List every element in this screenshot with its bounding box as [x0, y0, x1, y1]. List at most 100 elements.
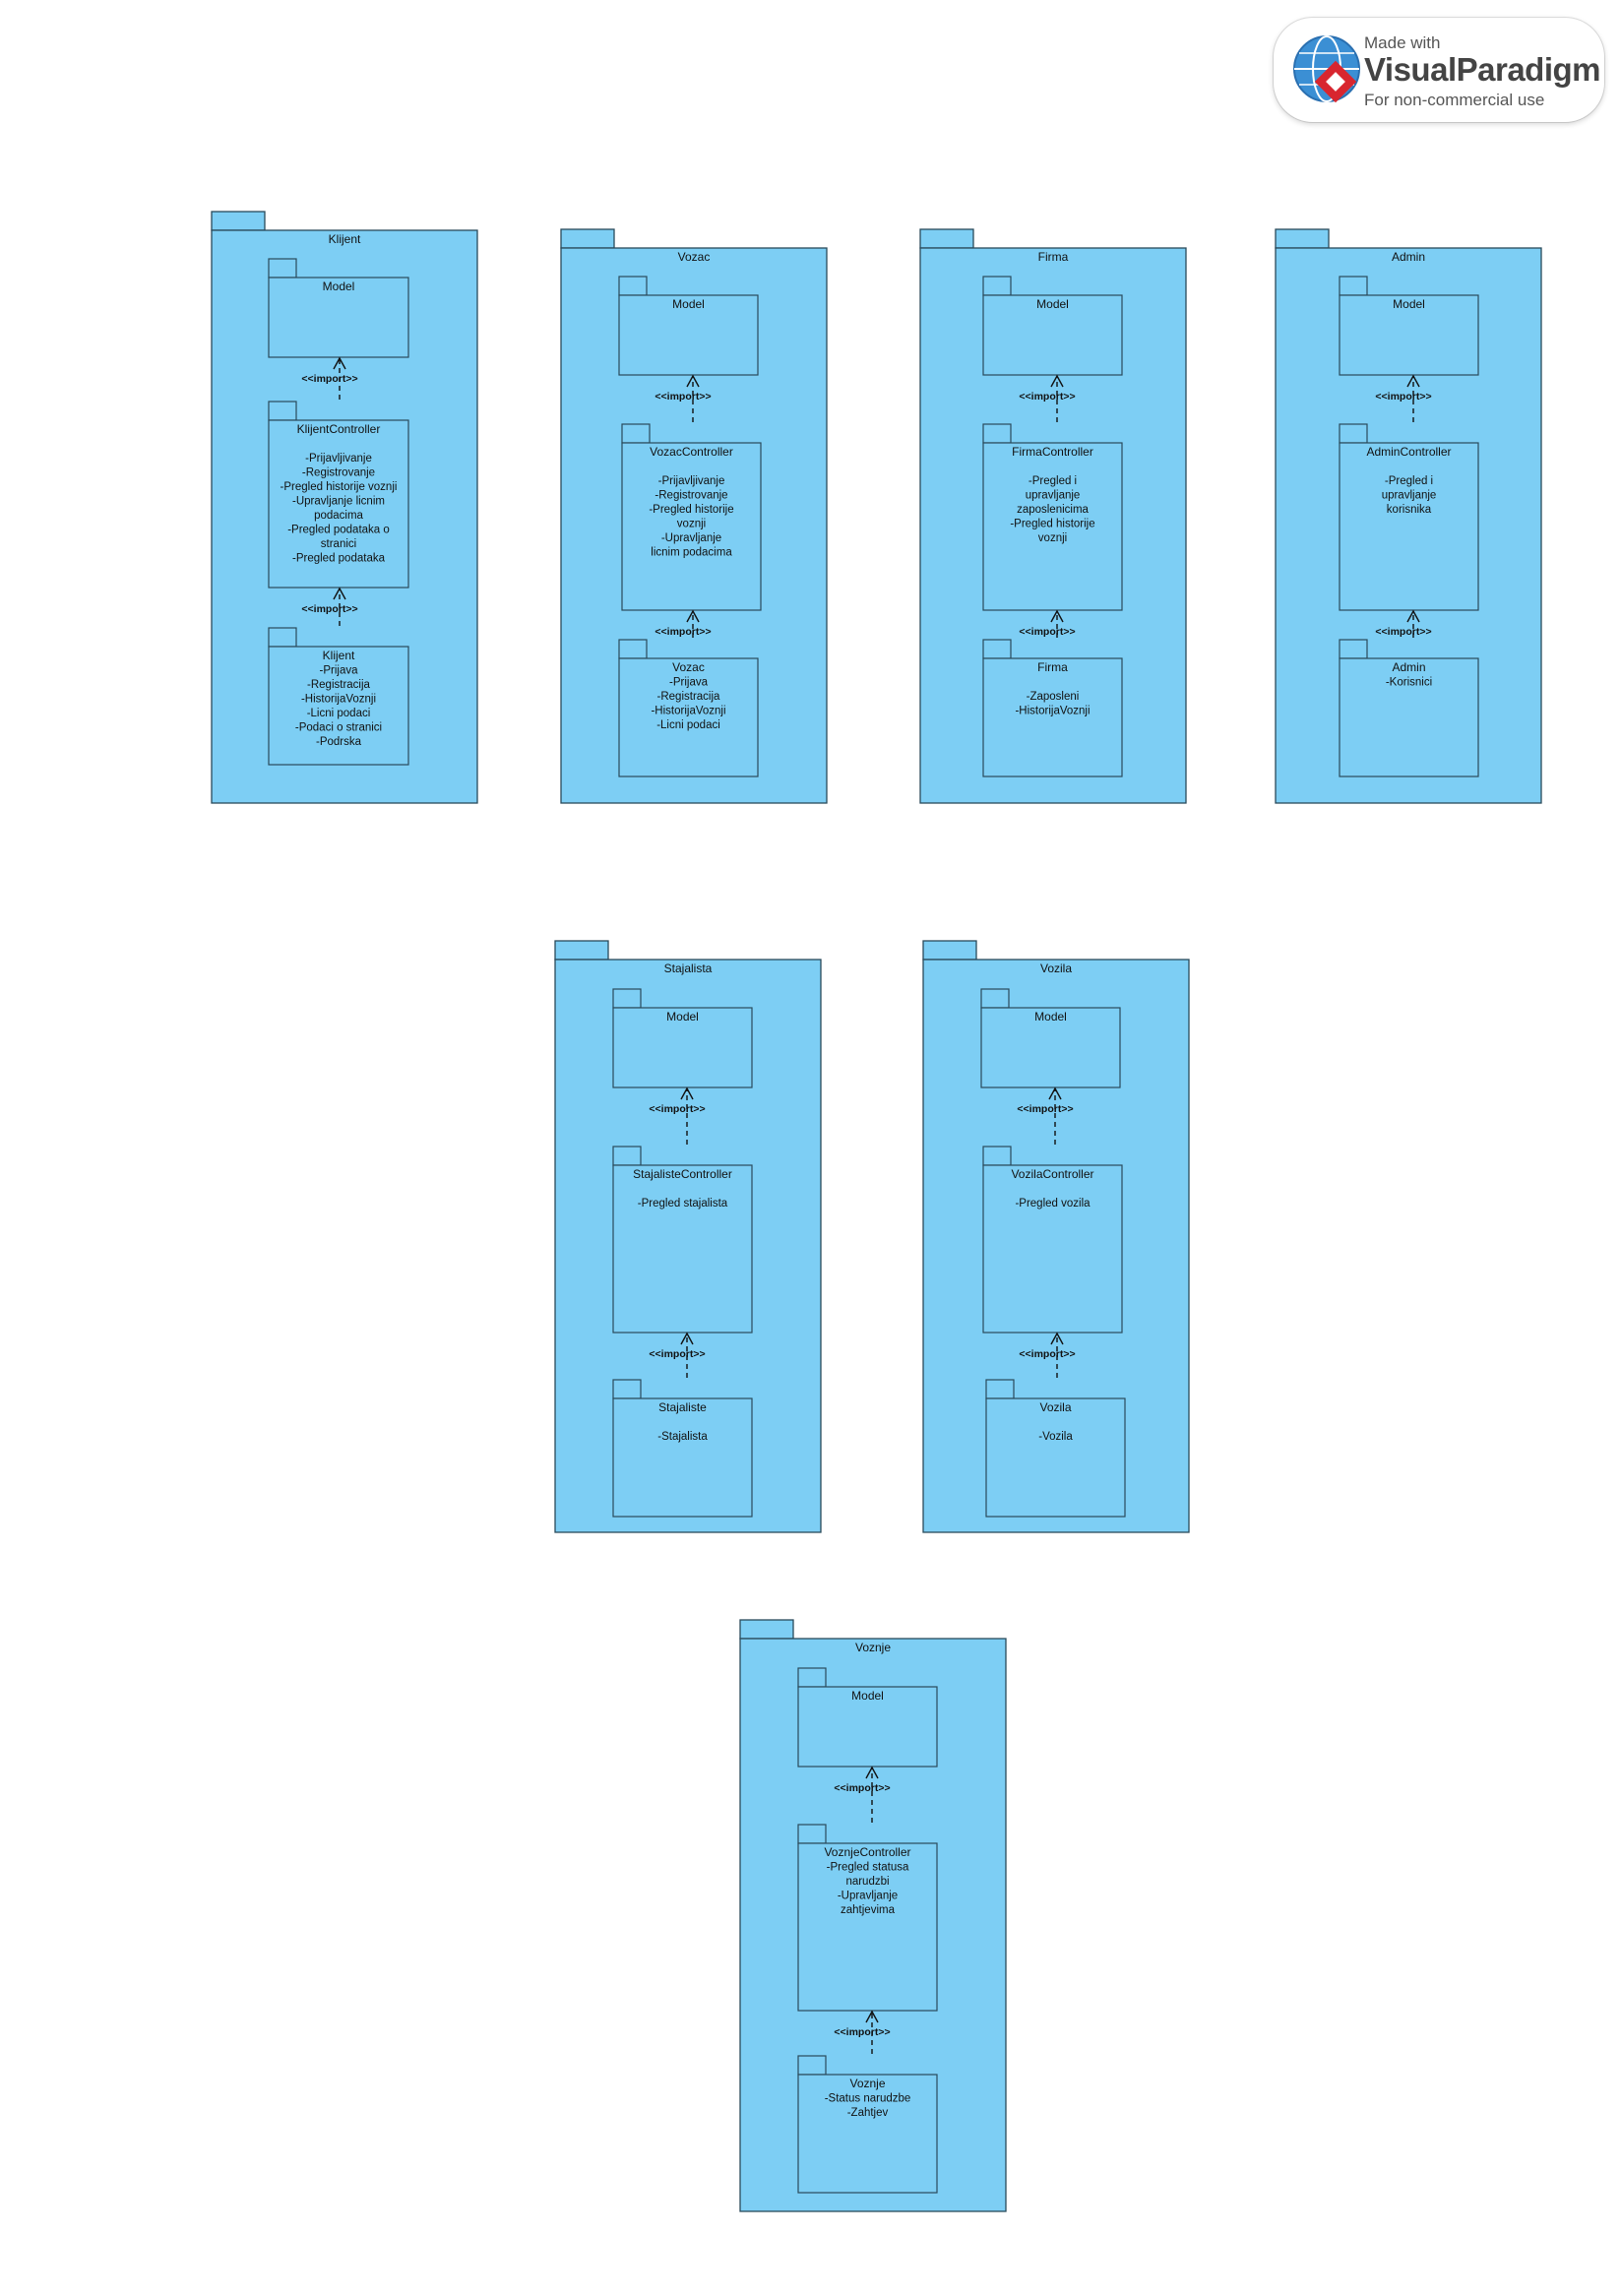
subpackage-vozaccontroller-body	[621, 442, 762, 611]
subpackage-vozila-body	[985, 1397, 1126, 1518]
subpackage-member: -HistorijaVoznji	[1015, 706, 1090, 717]
subpackage-admincontroller-body	[1339, 442, 1479, 611]
subpackage-member: -Prijavljivanje	[305, 453, 372, 465]
import-dependency: <<import>>	[301, 587, 358, 626]
subpackage-title: FirmaController	[1012, 445, 1093, 459]
package-title: Admin	[1392, 250, 1425, 264]
subpackage-title: VoznjeController	[824, 1845, 910, 1859]
subpackage-member: -Prijavljivanje	[658, 475, 725, 487]
subpackage-member: -Pregled i	[1385, 475, 1433, 487]
badge-note: For non-commercial use	[1364, 91, 1545, 109]
subpackage-title: Model	[1393, 297, 1425, 311]
subpackage-voznje-tab	[797, 2055, 827, 2076]
subpackage-klijent-tab	[268, 627, 297, 648]
subpackage-member: -Pregled i	[1029, 475, 1077, 487]
package-title: Stajalista	[664, 962, 713, 975]
subpackage-member: -Prijava	[320, 665, 359, 677]
import-stereotype-label: <<import>>	[1017, 1103, 1073, 1115]
dependency-arrowhead	[1048, 1086, 1062, 1100]
visual-paradigm-logo-icon	[1293, 35, 1360, 103]
subpackage-title: Voznje	[849, 2077, 885, 2090]
subpackage-title: Vozila	[1039, 1400, 1071, 1414]
dependency-arrowhead	[1406, 609, 1420, 623]
subpackage-klijent-body	[268, 646, 409, 766]
dependency-arrowhead	[1406, 374, 1420, 388]
visual-paradigm-badge: Made with VisualParadigm For non-commerc…	[1274, 18, 1604, 122]
import-stereotype-label: <<import>>	[1375, 391, 1431, 403]
import-stereotype-label: <<import>>	[649, 1103, 705, 1115]
subpackage-stajaliste-tab	[612, 1379, 642, 1399]
subpackage-member: -Pregled stajalista	[638, 1198, 728, 1210]
subpackage-voznjecontroller: VoznjeController-Pregled statusanarudzbi…	[797, 1824, 938, 2012]
import-stereotype-label: <<import>>	[834, 2026, 890, 2038]
subpackage-firmacontroller: FirmaController-Pregled iupravljanjezapo…	[982, 423, 1123, 611]
import-dependency: <<import>>	[1019, 1332, 1076, 1378]
import-stereotype-label: <<import>>	[649, 1348, 705, 1360]
dependency-arrowhead	[686, 609, 700, 623]
subpackage-admin-body	[1339, 657, 1479, 777]
subpackage-title: StajalisteController	[633, 1167, 732, 1181]
subpackage-member: voznji	[677, 519, 706, 530]
subpackage-member: -Pregled podataka	[292, 553, 386, 565]
import-dependency: <<import>>	[1375, 609, 1432, 638]
subpackage-title: Vozac	[672, 660, 705, 674]
subpackage-member: upravljanje	[1382, 490, 1437, 502]
dependency-arrowhead	[1050, 609, 1064, 623]
subpackage-member: -Licni podaci	[656, 719, 720, 731]
subpackage-model: Model	[982, 276, 1123, 376]
dependency-arrowhead	[333, 587, 346, 600]
dependency-arrowhead	[686, 374, 700, 388]
import-dependency: <<import>>	[649, 1086, 706, 1145]
subpackage-member: -Pregled podataka o	[287, 525, 390, 536]
subpackage-member: korisnika	[1387, 504, 1432, 516]
dependency-arrowhead	[680, 1086, 694, 1100]
import-dependency: <<import>>	[1019, 609, 1076, 638]
subpackage-title: Klijent	[323, 649, 355, 662]
subpackage-model-body	[980, 1007, 1121, 1088]
package-title: Klijent	[329, 232, 361, 246]
subpackage-member: -Prijava	[669, 677, 709, 689]
subpackage-title: Model	[1034, 1010, 1067, 1024]
subpackage-member: -Upravljanje licnim	[292, 496, 385, 508]
subpackage-member: upravljanje	[1026, 490, 1081, 502]
subpackage-vozilacontroller: VozilaController-Pregled vozila	[982, 1146, 1123, 1334]
subpackage-model-body	[797, 1686, 938, 1768]
import-dependency: <<import>>	[649, 1332, 706, 1378]
subpackage-klijent: Klijent-Prijava-Registracija-HistorijaVo…	[268, 627, 409, 766]
subpackage-model: Model	[618, 276, 759, 376]
subpackage-member: -Pregled statusa	[827, 1862, 909, 1874]
subpackage-model-tab	[612, 988, 642, 1009]
subpackage-vozilacontroller-body	[982, 1164, 1123, 1334]
subpackage-model: Model	[268, 258, 409, 358]
subpackage-member: podacima	[314, 510, 363, 522]
subpackage-vozilacontroller-tab	[982, 1146, 1012, 1166]
badge-brand: VisualParadigm	[1364, 51, 1601, 89]
subpackage-vozila: Vozila-Vozila	[985, 1379, 1126, 1518]
package-vozac-tab	[560, 228, 615, 249]
dependency-arrowhead	[680, 1332, 694, 1345]
subpackage-klijentcontroller-body	[268, 419, 409, 589]
subpackage-title: Model	[1036, 297, 1069, 311]
subpackage-klijentcontroller-tab	[268, 401, 297, 421]
subpackage-voznje-body	[797, 2074, 938, 2194]
subpackage-voznje: Voznje-Status narudzbe-Zahtjev	[797, 2055, 938, 2194]
subpackage-stajalistecontroller-tab	[612, 1146, 642, 1166]
subpackage-title: VozilaController	[1011, 1167, 1093, 1181]
import-stereotype-label: <<import>>	[1019, 1348, 1075, 1360]
badge-brand-visual: Visual	[1364, 51, 1457, 88]
subpackage-vozaccontroller-tab	[621, 423, 651, 444]
import-stereotype-label: <<import>>	[1375, 626, 1431, 638]
subpackage-vozaccontroller: VozacController-Prijavljivanje-Registrov…	[621, 423, 762, 611]
subpackage-klijentcontroller: KlijentController-Prijavljivanje-Registr…	[268, 401, 409, 589]
subpackage-model-body	[268, 277, 409, 358]
package-title: Firma	[1038, 250, 1069, 264]
subpackage-model-tab	[268, 258, 297, 279]
subpackage-member: -Korisnici	[1386, 677, 1432, 689]
subpackage-stajaliste-body	[612, 1397, 753, 1518]
subpackage-title: Admin	[1392, 660, 1425, 674]
subpackage-member: licnim podacima	[651, 547, 732, 559]
import-dependency: <<import>>	[655, 609, 712, 638]
subpackage-title: Firma	[1037, 660, 1068, 674]
subpackage-member: -Registracija	[657, 691, 721, 703]
subpackage-title: KlijentController	[297, 422, 381, 436]
